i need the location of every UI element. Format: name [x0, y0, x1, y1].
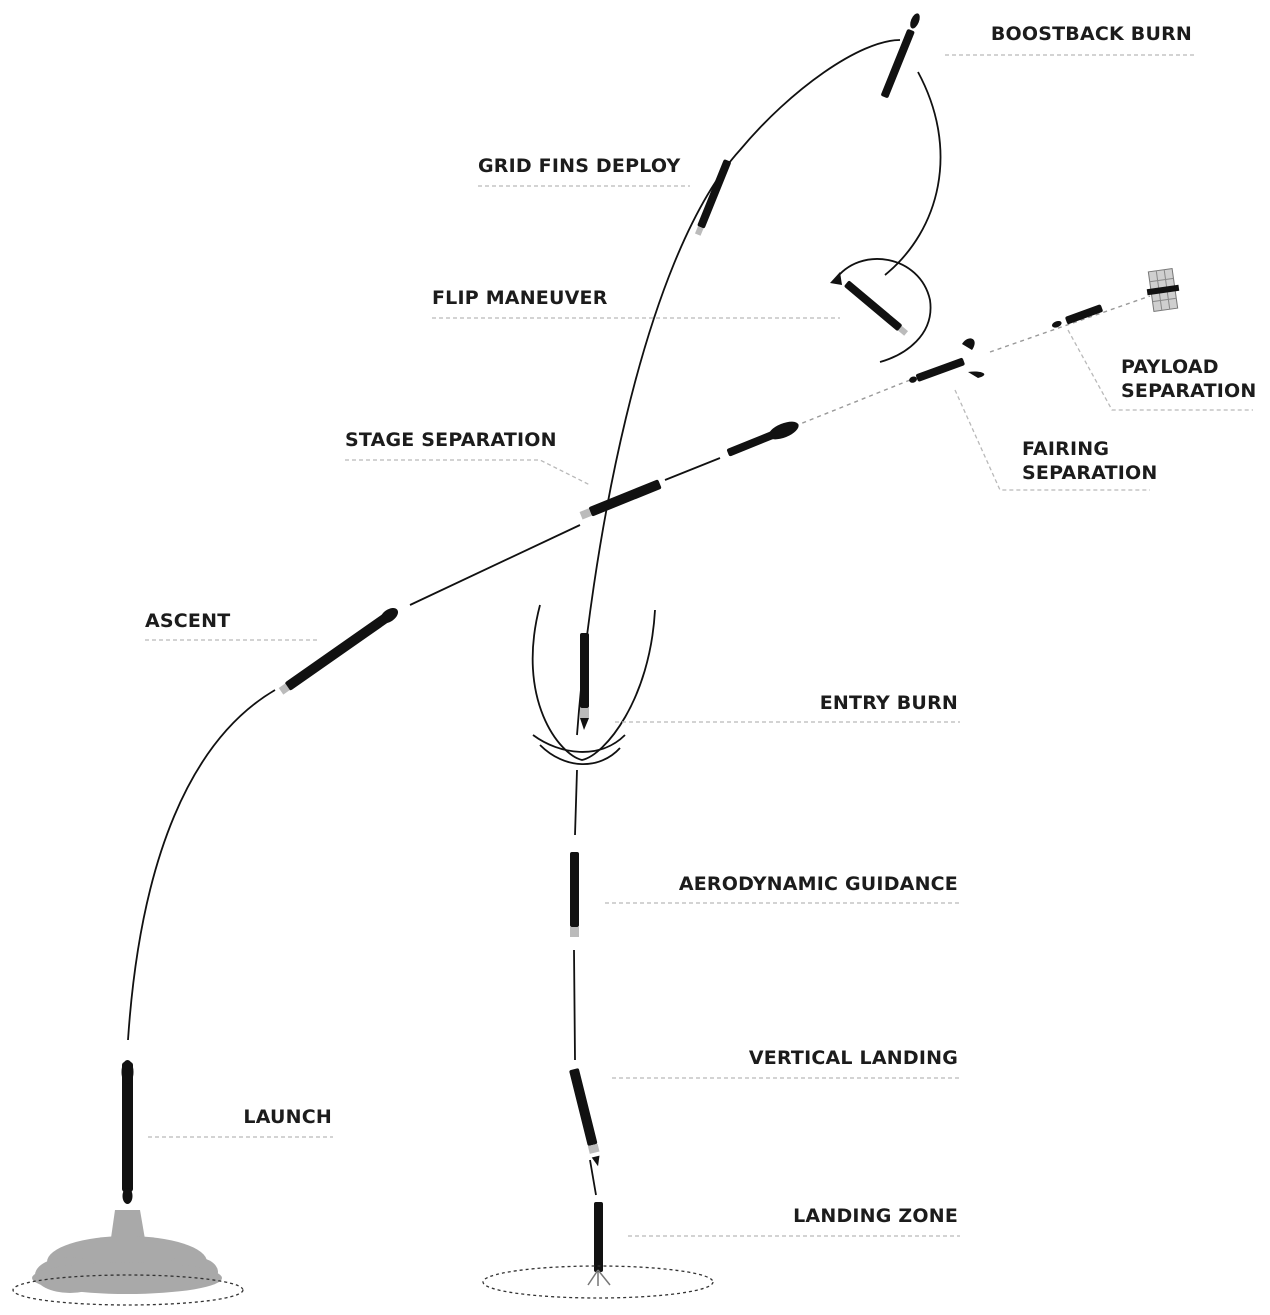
landing-pad [482, 1265, 714, 1299]
payload-separation-rocket [1052, 304, 1103, 328]
ascent-rocket [278, 608, 399, 695]
descent-trajectory [573, 769, 597, 1196]
stage-separation-rocket [579, 479, 662, 520]
launch-pad [12, 1274, 244, 1306]
label-stage-separation: STAGE SEPARATION [345, 429, 557, 451]
second-stage-rocket [727, 421, 799, 457]
ascent-trajectory-upper [409, 524, 581, 606]
entry-burn-rocket [580, 633, 589, 730]
entry-burn-plume-inner [532, 734, 626, 753]
flip-circle [834, 258, 932, 363]
ascent-trajectory [127, 689, 276, 1041]
vertical-landing-rocket [569, 1068, 600, 1167]
leader-payload [1067, 329, 1253, 411]
landed-rocket [587, 1202, 611, 1286]
boostback-rocket [881, 13, 920, 98]
label-launch: LAUNCH [243, 1106, 332, 1128]
label-aerodynamic-guidance: AERODYNAMIC GUIDANCE [679, 873, 958, 895]
label-grid-fins-deploy: GRID FINS DEPLOY [478, 155, 681, 177]
entry-burn-plume-outer [531, 604, 656, 761]
label-vertical-landing: VERTICAL LANDING [749, 1047, 958, 1069]
label-payload-line1: PAYLOAD [1121, 356, 1219, 378]
label-boostback-burn: BOOSTBACK BURN [991, 23, 1192, 45]
entry-burn-plume-inner2 [539, 744, 621, 765]
grid-fins-rocket [694, 159, 731, 236]
label-entry-burn: ENTRY BURN [820, 692, 958, 714]
label-landing-zone: LANDING ZONE [793, 1205, 958, 1227]
label-ascent: ASCENT [145, 610, 230, 632]
satellite-icon [1146, 267, 1180, 313]
flip-maneuver-rocket [844, 281, 909, 336]
flip-arrowhead [830, 272, 842, 285]
aerodynamic-guidance-rocket [570, 852, 579, 937]
label-fairing-line2: SEPARATION [1022, 462, 1158, 484]
launch-rocket [121, 1060, 134, 1204]
booster-return-loop [576, 39, 901, 736]
label-payload-line2: SEPARATION [1121, 380, 1257, 402]
launch-smoke [32, 1210, 222, 1294]
leader-stage-sep [345, 459, 591, 486]
leader-fairing [954, 389, 1150, 491]
label-fairing-line1: FAIRING [1022, 438, 1109, 460]
second-stage-trajectory [664, 457, 721, 481]
label-flip-maneuver: FLIP MANEUVER [432, 287, 608, 309]
fairing-separation-rocket [909, 338, 985, 383]
boostback-arc [884, 71, 942, 276]
